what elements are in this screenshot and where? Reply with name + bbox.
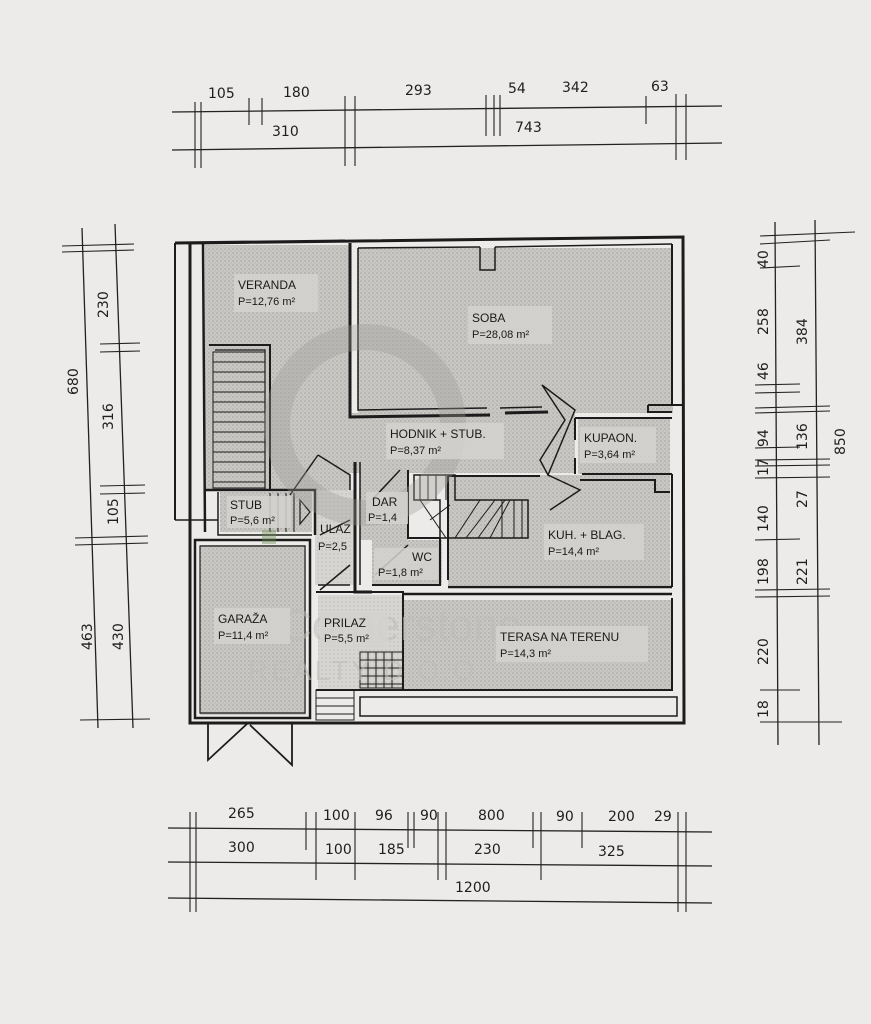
dim-right-5: 17 (756, 458, 772, 476)
room-label-veranda: VERANDA P=12,76 m² (234, 274, 318, 312)
left-dimensions (61, 223, 151, 729)
dim-top-4: 54 (508, 81, 526, 97)
top-dimensions (171, 94, 723, 168)
dim-right-14: 850 (833, 428, 849, 455)
room-name-garaza: GARAŽA (218, 611, 267, 626)
stairs-hodnik (413, 474, 529, 539)
room-label-wc: WC P=1,8 m² (374, 548, 438, 580)
dim-top-6: 63 (651, 79, 669, 95)
dim-right-12: 27 (795, 490, 811, 508)
stairs-prilaz (315, 651, 404, 721)
dim-bottom-2: 100 (323, 808, 350, 824)
watermark-brand: Cornerstone (280, 601, 522, 650)
room-label-dar: DAR P=1,4 (366, 492, 408, 524)
room-area-kuhinja: P=14,4 m² (548, 546, 599, 558)
bottom-dimensions (167, 812, 713, 912)
dim-right-3: 46 (756, 362, 772, 380)
dim-right-13: 221 (795, 558, 811, 585)
room-area-terasa: P=14,3 m² (500, 648, 551, 660)
room-label-terasa: TERASA NA TERENU P=14,3 m² (496, 626, 648, 662)
room-area-dar: P=1,4 (368, 512, 397, 524)
room-label-ulaz: ULAZ P=2,5 (318, 522, 351, 553)
room-name-kuhinja: KUH. + BLAG. (548, 528, 626, 542)
garage-doors (207, 722, 293, 768)
dim-bottom-1: 265 (228, 806, 255, 822)
room-label-soba: SOBA P=28,08 m² (468, 306, 552, 344)
dim-right-4: 94 (756, 429, 772, 447)
dim-left-6: 430 (111, 623, 127, 650)
room-area-ulaz: P=2,5 (318, 541, 347, 553)
room-area-prilaz: P=5,5 m² (324, 633, 369, 645)
dim-right-7: 198 (756, 558, 772, 585)
room-name-wc: WC (412, 550, 432, 564)
dim-bottom-10: 100 (325, 842, 352, 858)
dim-bottom-14: 1200 (455, 880, 491, 896)
stairs-veranda (212, 351, 266, 489)
dim-bottom-11: 185 (378, 842, 405, 858)
room-name-hodnik: HODNIK + STUB. (390, 427, 486, 441)
dim-bottom-12: 230 (474, 842, 501, 858)
room-label-hodnik: HODNIK + STUB. P=8,37 m² (386, 423, 504, 459)
dim-bottom-6: 90 (556, 809, 574, 825)
room-name-soba: SOBA (472, 311, 505, 325)
dim-top-8: 743 (515, 120, 542, 136)
dim-bottom-7: 200 (608, 809, 635, 825)
room-label-kuhinja: KUH. + BLAG. P=14,4 m² (544, 524, 644, 560)
dim-right-11: 136 (795, 423, 811, 450)
room-area-hodnik: P=8,37 m² (390, 445, 441, 457)
dim-right-10: 384 (795, 318, 811, 345)
room-name-veranda: VERANDA (238, 278, 296, 292)
room-area-garaza: P=11,4 m² (218, 630, 269, 642)
room-area-kupaon: P=3,64 m² (584, 449, 635, 461)
dim-bottom-8: 29 (654, 809, 672, 825)
room-area-stub: P=5,6 m² (230, 515, 275, 527)
dim-left-1: 680 (66, 368, 82, 395)
room-label-garaza: GARAŽA P=11,4 m² (214, 608, 290, 644)
dim-left-2: 463 (80, 623, 96, 650)
dim-top-1: 105 (208, 86, 235, 102)
room-name-ulaz: ULAZ (320, 522, 351, 536)
dim-top-2: 180 (283, 85, 310, 101)
room-name-prilaz: PRILAZ (324, 616, 366, 630)
dim-left-5: 105 (106, 498, 122, 525)
dim-right-1: 40 (756, 250, 772, 268)
room-name-dar: DAR (372, 495, 398, 509)
dim-bottom-9: 300 (228, 840, 255, 856)
room-label-prilaz: PRILAZ P=5,5 m² (320, 612, 388, 648)
room-area-soba: P=28,08 m² (472, 329, 530, 341)
room-area-wc: P=1,8 m² (378, 567, 423, 579)
dim-bottom-13: 325 (598, 844, 625, 860)
dim-left-4: 316 (101, 403, 117, 430)
dim-top-7: 310 (272, 124, 299, 140)
dim-left-3: 230 (96, 291, 112, 318)
dim-right-6: 140 (756, 505, 772, 532)
dim-bottom-4: 90 (420, 808, 438, 824)
dim-right-9: 18 (756, 700, 772, 718)
watermark-sub: REALTY D.O.O (248, 655, 477, 686)
dim-right-8: 220 (756, 638, 772, 665)
right-dimensions (754, 219, 856, 746)
dim-top-3: 293 (405, 83, 432, 99)
room-name-terasa: TERASA NA TERENU (500, 630, 619, 644)
room-name-stub: STUB (230, 498, 262, 512)
room-name-kupaon: KUPAON. (584, 431, 637, 445)
dim-top-5: 342 (562, 80, 589, 96)
room-label-kupaon: KUPAON. P=3,64 m² (580, 427, 656, 463)
room-area-veranda: P=12,76 m² (238, 296, 296, 308)
dim-bottom-5: 800 (478, 808, 505, 824)
dim-bottom-3: 96 (375, 808, 393, 824)
room-label-stub: STUB P=5,6 m² (227, 496, 291, 528)
dim-right-2: 258 (756, 308, 772, 335)
